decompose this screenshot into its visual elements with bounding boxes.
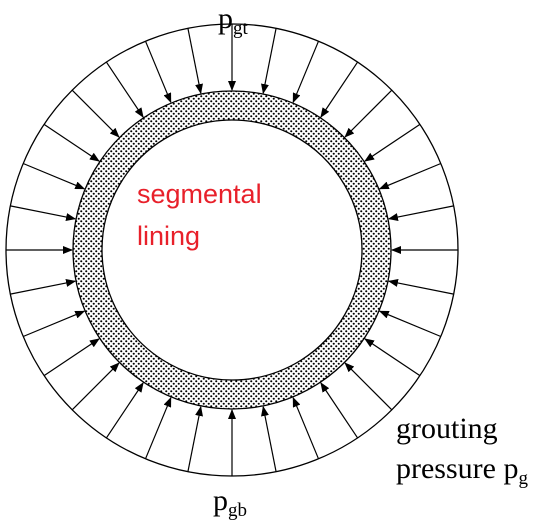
- pressure-arrow: [144, 396, 172, 460]
- pressure-arrow: [292, 396, 320, 460]
- pressure-arrow: [105, 61, 144, 118]
- pressure-arrow: [43, 123, 100, 162]
- pressure-arrow: [387, 279, 454, 295]
- pressure-arrow: [344, 89, 393, 138]
- pressure-arrow: [364, 123, 421, 162]
- pressure-arrow: [105, 382, 144, 439]
- pressure-arrow: [187, 405, 203, 472]
- pressure-arrow: [378, 310, 442, 338]
- pressure-arrow: [10, 205, 77, 221]
- segmental-lining-label-line2: lining: [137, 221, 200, 251]
- pressure-arrow: [378, 162, 442, 190]
- pressure-arrow: [71, 362, 120, 411]
- grouting-label-line2: pressure pg: [396, 452, 528, 489]
- pressure-arrow: [261, 28, 277, 95]
- pressure-arrow: [22, 162, 86, 190]
- grouting-label-line1: grouting: [396, 412, 498, 445]
- pressure-arrow: [22, 310, 86, 338]
- pressure-arrows: [6, 24, 458, 476]
- pressure-arrow: [71, 89, 120, 138]
- pressure-arrow: [292, 40, 320, 104]
- segmental-lining-ring: [72, 90, 392, 410]
- top-pressure-label: pgt: [218, 2, 249, 39]
- bottom-pressure-label: pgb: [213, 484, 247, 521]
- pressure-arrow: [43, 338, 100, 377]
- pressure-arrow: [261, 405, 277, 472]
- pressure-arrow: [387, 205, 454, 221]
- pressure-arrow: [10, 279, 77, 295]
- pressure-arrow: [344, 362, 393, 411]
- pressure-arrow: [364, 338, 421, 377]
- pressure-arrow: [144, 40, 172, 104]
- segmental-lining-label-line1: segmental: [137, 179, 262, 209]
- pressure-arrow: [320, 61, 359, 118]
- pressure-arrow: [320, 382, 359, 439]
- pressure-arrow: [187, 28, 203, 95]
